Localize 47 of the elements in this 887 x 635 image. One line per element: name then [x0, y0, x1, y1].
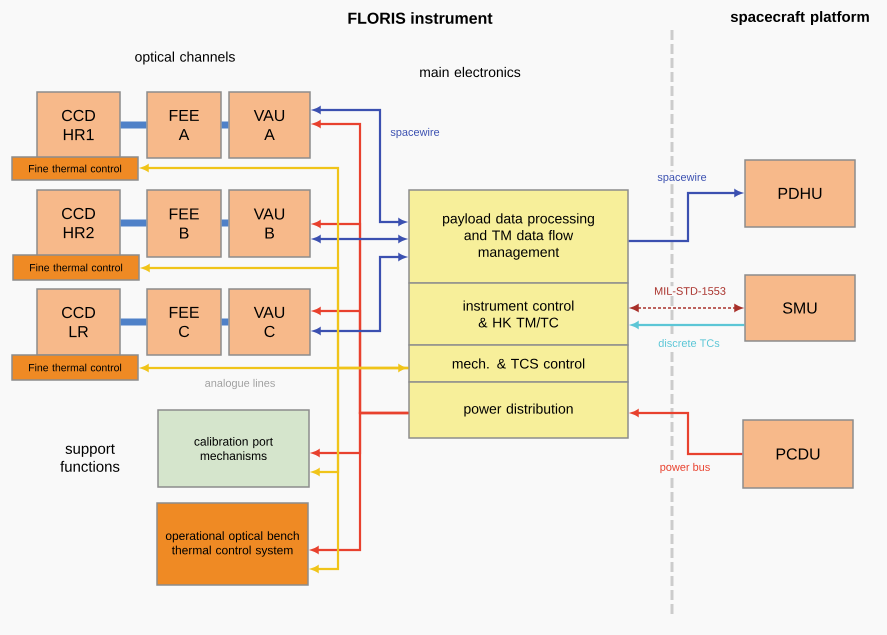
- arrow: [141, 364, 406, 372]
- fee-box: FEE A: [146, 91, 222, 159]
- mechanism-box: calibration port mechanisms: [157, 409, 310, 488]
- edge-label: spacewire: [389, 126, 441, 140]
- thermal-control-box: Fine thermal control: [11, 156, 139, 181]
- electronics-block: instrument control & HK TM/TC: [408, 282, 629, 346]
- bus-bar: [120, 220, 146, 226]
- platform-box: PDHU: [744, 159, 856, 228]
- arrow: [313, 253, 406, 335]
- arrow: [630, 304, 742, 312]
- subsystem-box: operational optical bench thermal control system: [156, 502, 309, 586]
- vau-box: VAU C: [228, 288, 311, 356]
- section-heading: support functions: [60, 444, 120, 472]
- ccd-box: CCD LR: [36, 288, 121, 356]
- ccd-box: CCD HR1: [36, 91, 121, 159]
- electronics-block: power distribution: [408, 381, 629, 439]
- bus-bar: [120, 318, 146, 326]
- title: FLORIS instrument: [348, 12, 492, 24]
- electronics-block: payload data processing and TM data flow management: [408, 189, 629, 284]
- section-heading: main electronics: [420, 66, 520, 78]
- arrow: [628, 189, 742, 242]
- bus-bar: [222, 318, 228, 326]
- fee-box: FEE C: [146, 288, 222, 356]
- ccd-box: CCD HR2: [36, 189, 121, 257]
- thermal-control-box: Fine thermal control: [12, 254, 140, 281]
- electronics-block: mech. & TCS control: [408, 344, 629, 383]
- section-heading: spacecraft platform: [730, 11, 869, 25]
- fee-box: FEE B: [146, 189, 222, 258]
- arrow: [313, 235, 406, 243]
- edge-label: spacewire: [656, 172, 708, 184]
- platform-box: PCDU: [742, 419, 854, 489]
- bus-bar: [222, 220, 228, 226]
- arrow: [313, 106, 406, 226]
- bus-bar: [222, 122, 228, 128]
- arrow: [631, 321, 744, 329]
- thermal-control-box: Fine thermal control: [11, 354, 139, 381]
- arrow: [311, 412, 408, 554]
- bus-bar: [120, 122, 146, 128]
- arrow: [631, 409, 742, 456]
- section-heading: optical channels: [135, 52, 235, 64]
- vau-box: VAU A: [228, 91, 311, 159]
- edge-label: analogue lines: [204, 378, 276, 390]
- arrow: [311, 366, 408, 573]
- edge-label: power bus: [658, 462, 712, 474]
- edge-label: MIL-STD-1553: [653, 286, 727, 296]
- vau-box: VAU B: [228, 189, 311, 258]
- platform-box: SMU: [744, 274, 856, 342]
